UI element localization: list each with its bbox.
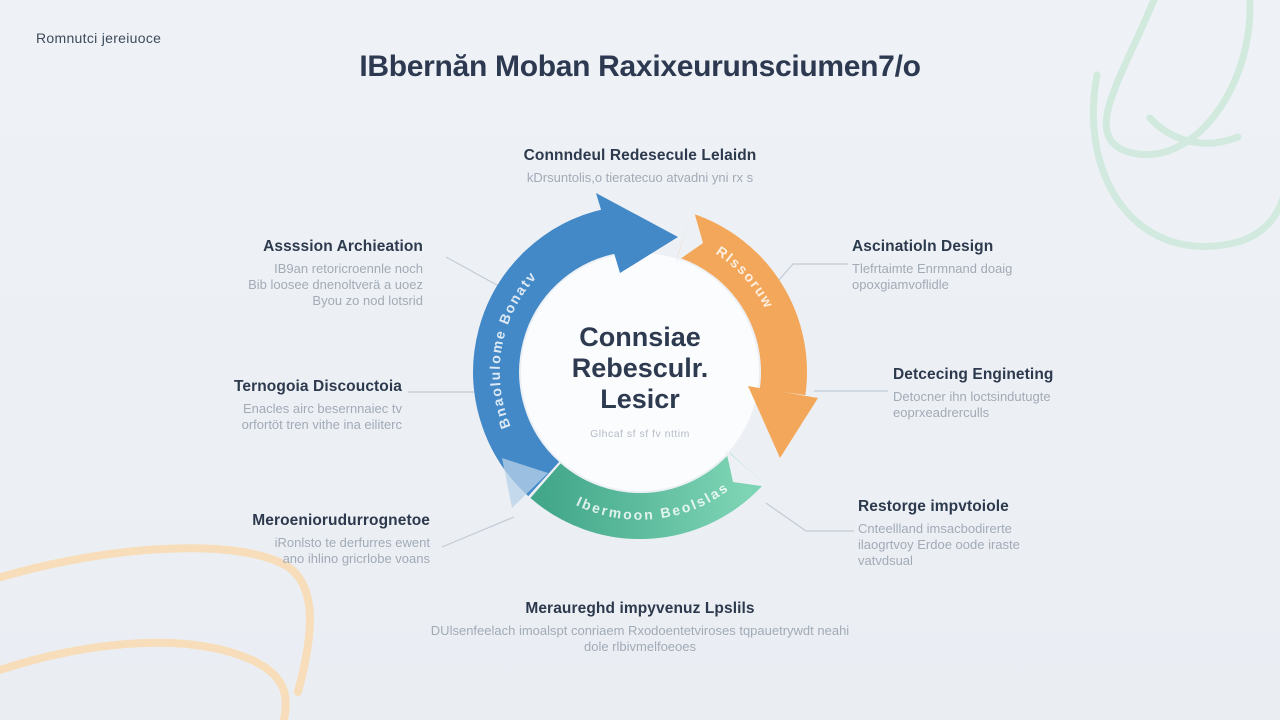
node-right-3-desc-line: vatvdsual — [858, 553, 913, 568]
orange-arrowhead-icon — [748, 386, 818, 458]
node-right-3-title: Restorge impvtoiole — [858, 498, 1009, 515]
green-blue-overlap — [502, 458, 548, 508]
green-tail-notch — [726, 450, 768, 487]
mint-swirl-decoration — [1089, 0, 1280, 250]
node-bottom-desc-line: dole rlbivmelfoeoes — [583, 639, 696, 654]
node-right-3: Restorge impvtoiole Cnteellland imsacbod… — [858, 498, 1020, 569]
node-right-2-desc-line: eoprxeadrerculls — [893, 405, 990, 420]
node-left-2-desc-line: Enacles airc besernnaiec tv — [243, 401, 402, 416]
orange-tail-notch — [676, 208, 703, 262]
node-right-3-desc-line: Cnteellland imsacbodirerte — [858, 521, 1012, 536]
peach-swirl-decoration — [0, 544, 314, 720]
node-top-title: Connndeul Redesecule Lelaidn — [523, 147, 757, 164]
node-bottom-desc-line: DUlsenfeelach imoalspt conriaem Rxodoent… — [430, 623, 850, 638]
page-title: IBbernăn Moban Raxixeurunsciumen7/o — [359, 50, 921, 83]
orange-arc-segment — [676, 213, 807, 396]
node-top: Connndeul Redesecule Lelaidn kDrsuntolis… — [0, 147, 1280, 186]
node-left-1-desc-line: IB9an retoricroennle noch — [274, 261, 423, 276]
node-right-2-title: Detcecing Engineting — [893, 366, 1054, 383]
node-left-3: Meroeniorudurrognetoe iRonlsto te derfur… — [252, 512, 430, 567]
node-left-3-title: Meroeniorudurrognetoe — [252, 512, 430, 529]
node-left-1-title: Assssion Archieation — [263, 238, 423, 255]
node-right-1: Ascinatioln Design Tlefrtaimte Enrmnand … — [852, 238, 1012, 293]
node-left-3-desc-line: ano ihlino gricrlobe voans — [282, 551, 430, 566]
node-left-1-desc-line: Bib loosee dnenoltverä a uoez — [248, 277, 423, 292]
node-right-1-desc-line: opoxgiamvoflidle — [852, 277, 949, 292]
node-left-2-desc-line: orfortöt tren vithe ina eiliterc — [241, 417, 402, 432]
node-right-2: Detcecing Engineting Detocner ihn loctsi… — [893, 366, 1053, 421]
node-left-2-title: Ternogoia Discouctoia — [233, 378, 402, 395]
center-caption: Glhcaf sf sf fv nttim — [590, 428, 690, 440]
node-top-desc: kDrsuntolis,o tieratecuo atvadni yni rx … — [526, 170, 754, 185]
center-title-line: Lesicr — [600, 384, 680, 414]
blue-arc-segment — [473, 208, 616, 497]
center-title-line: Rebesculr. — [571, 353, 709, 383]
cycle-inner-circle — [521, 253, 759, 491]
center-title-line: Connsiae — [579, 322, 701, 352]
node-right-1-title: Ascinatioln Design — [852, 238, 994, 255]
node-bottom-title: Meraureghd impyvenuz Lpslils — [525, 600, 755, 617]
blue-arrowhead-icon — [596, 193, 678, 273]
node-left-1-desc-line: Byou zo nod lotsrid — [312, 293, 423, 308]
cycle-center-label: Connsiae Rebesculr. Lesicr Glhcaf sf sf … — [520, 322, 760, 440]
corner-note: Romnutci jereiuoce — [36, 30, 162, 46]
node-right-3-desc-line: ilaogrtvoy Erdoe oode iraste — [858, 537, 1020, 552]
node-left-3-desc-line: iRonlsto te derfurres ewent — [274, 535, 430, 550]
node-bottom: Meraureghd impyvenuz Lpslils DUlsenfeela… — [0, 600, 1280, 655]
node-left-1: Assssion Archieation IB9an retoricroennl… — [248, 238, 423, 309]
node-right-1-desc-line: Tlefrtaimte Enrmnand doaig — [852, 261, 1013, 276]
node-left-2: Ternogoia Discouctoia Enacles airc beser… — [234, 378, 402, 433]
node-right-2-desc-line: Detocner ihn loctsindutugte — [893, 389, 1051, 404]
green-arc-segment — [530, 452, 765, 539]
